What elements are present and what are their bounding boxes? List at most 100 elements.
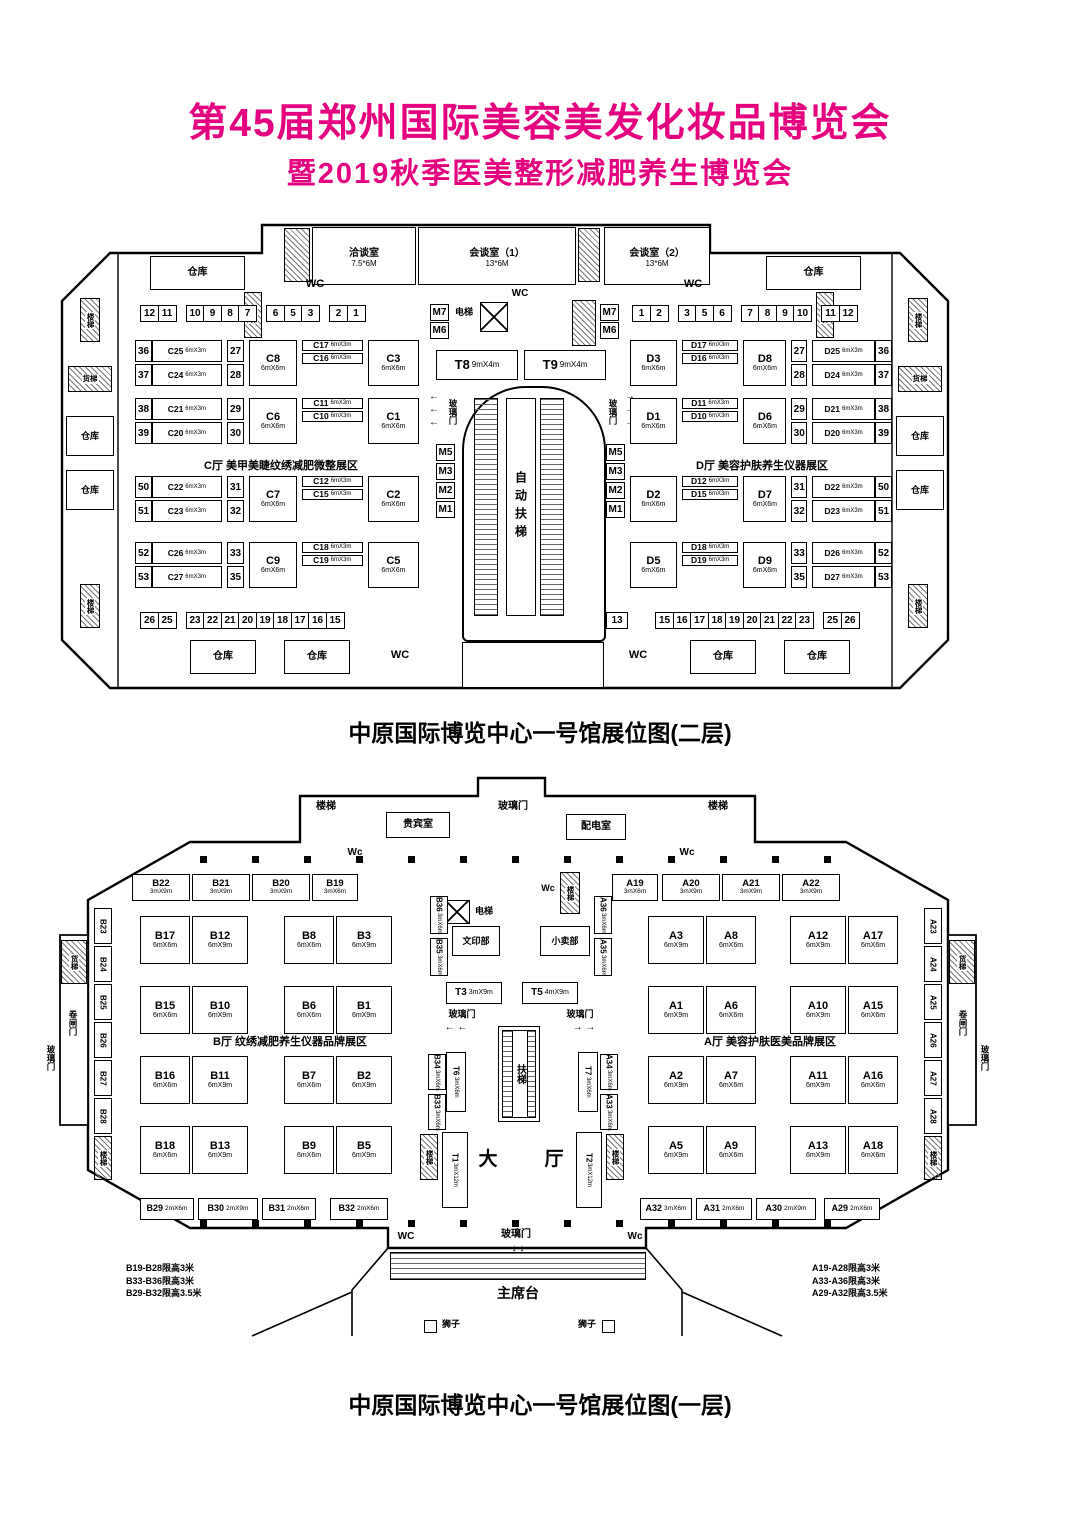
booth-size: 6mX6m xyxy=(860,942,886,950)
booth-id: C23 xyxy=(167,505,184,516)
booth-B24: B24 xyxy=(94,946,112,982)
stand-number: 8 xyxy=(220,305,240,322)
booth-size: 6mX6m xyxy=(718,1152,744,1160)
booth-id: B3 xyxy=(356,929,372,942)
booth-id: A9 xyxy=(723,1139,739,1152)
glass-door-label: 玻璃门 xyxy=(498,800,528,812)
booth-size: 6mX3m xyxy=(185,549,206,556)
glass-door-label: 玻璃门 xyxy=(608,399,618,425)
booth-size: 3mX6m xyxy=(436,912,442,934)
glass-door-label: 玻璃门 xyxy=(448,1008,476,1019)
booth-size: 3mX12m xyxy=(586,1163,592,1188)
booth-size: 6mX9m xyxy=(207,1012,233,1020)
booth-size: 6mX6m xyxy=(381,423,406,431)
booth-id: T3 xyxy=(455,986,467,998)
booth-size: 6mX6m xyxy=(718,1082,744,1090)
booth-size: 6mX3m xyxy=(330,342,352,349)
pillar xyxy=(616,1220,623,1227)
direction-arrows: → → xyxy=(572,1021,596,1033)
room-name: 会谈室（2） xyxy=(629,248,685,259)
freight-elevator: 货梯 xyxy=(898,366,942,392)
booth-id: A5 xyxy=(668,1139,684,1152)
booth-size: 6mX6m xyxy=(718,942,744,950)
stairs-label: 楼梯 xyxy=(708,801,728,812)
auto-escalator-label: 自动扶梯 xyxy=(506,398,536,616)
booth-id: D6 xyxy=(757,410,772,423)
room-size: 7.5*6M xyxy=(351,259,377,268)
booth-id: T9 xyxy=(542,357,558,373)
stairs-hatch: 楼梯 xyxy=(80,298,100,342)
booth-id: B25 xyxy=(98,994,108,1010)
booth-id: B15 xyxy=(154,999,176,1012)
booth-id: A19 xyxy=(626,878,644,890)
booth-size: 6mX6m xyxy=(641,365,666,373)
stand-number: 25 xyxy=(157,612,177,629)
stand-number: 38 xyxy=(875,398,893,420)
kiosk-room: 小卖部 xyxy=(540,926,590,956)
stairs-hatch: 楼梯 xyxy=(924,1136,942,1180)
booth-size: 6mX3m xyxy=(185,429,206,436)
booth-size: 3mX6m xyxy=(323,888,347,896)
stand-number: 37 xyxy=(135,364,152,386)
lion-label: 狮子 xyxy=(577,1319,596,1329)
stand-number: 28 xyxy=(791,364,808,386)
booth-id: B30 xyxy=(207,1203,225,1214)
stand-number: 19 xyxy=(255,612,275,629)
booth-id: A32 xyxy=(645,1203,663,1214)
stand-number: 25 xyxy=(823,612,842,629)
booth-size: 2mX6m xyxy=(850,1204,873,1212)
booth-A28: A28 xyxy=(924,1098,942,1134)
pillar xyxy=(512,856,519,863)
pillar xyxy=(356,1220,363,1227)
booth-id: A10 xyxy=(807,999,829,1012)
stand-number: M3 xyxy=(606,463,625,480)
stand-number: 36 xyxy=(135,340,152,362)
stand-number: 16 xyxy=(672,612,692,629)
stand-number: 11 xyxy=(821,305,840,322)
stand-number: 22 xyxy=(777,612,797,629)
booth-size: 9mX4m xyxy=(471,359,500,369)
stand-number: 27 xyxy=(791,340,808,362)
pillar xyxy=(564,856,571,863)
stand-number: M2 xyxy=(606,482,625,499)
booth-id: B10 xyxy=(209,999,231,1012)
booth-A23: A23 xyxy=(924,908,942,944)
pillar xyxy=(772,1220,779,1227)
stand-number: 8 xyxy=(758,305,777,322)
booth-id: C20 xyxy=(167,427,184,438)
booth-B26: B26 xyxy=(94,1022,112,1058)
booth-id: C5 xyxy=(386,554,401,567)
pillar xyxy=(720,856,727,863)
booth-id: C3 xyxy=(386,352,401,365)
booth-size: 6mX3m xyxy=(330,400,352,407)
booth-size: 6mX3m xyxy=(185,507,206,514)
pillar xyxy=(200,1220,207,1227)
booth-size: 6mX6m xyxy=(381,567,406,575)
booth-size: 3mX9m xyxy=(799,888,823,896)
wc-label: Wc xyxy=(679,847,695,858)
glass-door-label: 玻璃门 xyxy=(566,1008,594,1019)
booth-size: 3mX6m xyxy=(600,954,606,976)
stand-number: 39 xyxy=(875,422,893,444)
booth-size: 9mX4m xyxy=(559,359,588,369)
pillar xyxy=(772,856,779,863)
booth-id: B33 xyxy=(432,1093,442,1109)
pillar xyxy=(668,1220,675,1227)
